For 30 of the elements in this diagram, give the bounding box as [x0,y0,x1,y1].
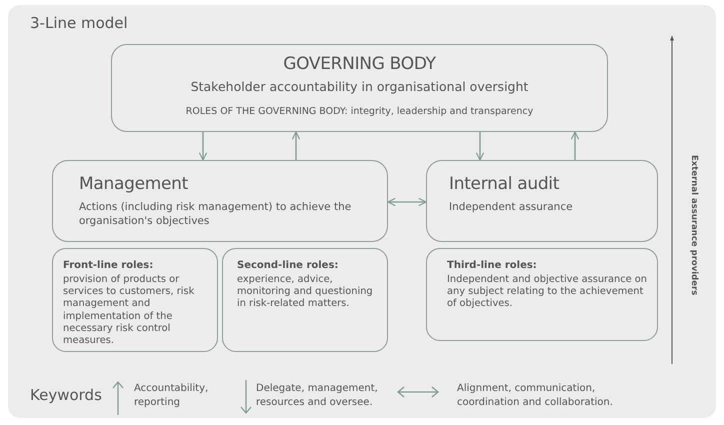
subtitle: Stakeholder accountability in organisational oversight [190,79,530,96]
description: Independent assurance [449,201,574,215]
description: provision of products or services to customers, risk management and implementation of the necessary risk control measures. [63,274,196,348]
heading: Second-line roles: [237,259,340,272]
arrow [292,131,300,160]
management-box [52,160,388,242]
diagram-title: 3-Line model [30,14,128,32]
side-label: External assurance providers [689,155,699,296]
arrow [476,132,484,161]
description: experience, advice, monitoring and questioning in risk-related matters. [237,274,374,311]
legend-text: Delegate, management, resources and oversee. [256,382,379,410]
role-box [426,248,658,341]
heading: Management [79,173,189,196]
arrow [198,132,208,161]
role-box [52,248,218,352]
roles-text: ROLES OF THE GOVERNING BODY: integrity, leadership and transparency [184,106,534,118]
governing-body-box [111,44,608,132]
legend-text: Alignment, communication, coordination and collaboration. [457,382,614,410]
heading: Internal audit [449,173,560,196]
description: Actions (including risk management) to achieve the organisation's objectives [79,201,352,228]
description: Independent and objective assurance on any subject relating to the achievement of objectives. [447,274,647,311]
internal-audit-box [426,160,658,242]
role-box [222,248,388,352]
heading: Third-line roles: [447,259,538,272]
heading: GOVERNING BODY [282,53,437,76]
legend-text: Accountability, reporting [134,382,210,410]
legend-title: Keywords [30,386,102,404]
heading: Front-line roles: [63,259,154,272]
arrow [387,198,427,206]
arrow [570,131,580,160]
